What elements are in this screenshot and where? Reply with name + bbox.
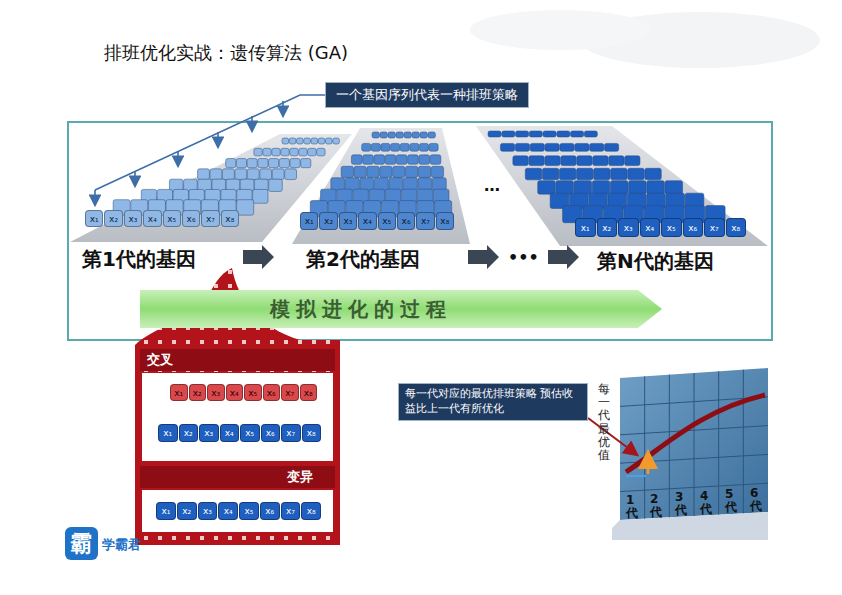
gene-cell: x₆ [182, 210, 200, 227]
gene-cell: x₅ [240, 424, 260, 442]
gene-cell: x₃ [618, 218, 639, 237]
gene-cell: x₃ [198, 502, 218, 520]
arrow-band: 模拟进化的过程 [140, 286, 664, 332]
gene-cell: x₁ [158, 424, 178, 442]
ellipsis: ••• [508, 248, 539, 267]
gene-cell: x₂ [104, 210, 122, 227]
logo-mark: 霸 [70, 529, 92, 559]
gene-cell: x₅ [661, 218, 682, 237]
gene-cell: x₆ [260, 502, 280, 520]
panel-heading: 交叉 [147, 351, 173, 369]
gene-cell: x₁ [300, 212, 318, 230]
callout-box: 一个基因序列代表一种排班策略 [325, 82, 529, 108]
gene-cell: x₈ [301, 502, 321, 520]
callout-text: 每一代对应的最优排班策略 预估收益比上一代有所优化 [405, 387, 581, 417]
logo-text: 学霸君 [102, 536, 141, 554]
axis-tick: 4代 [700, 490, 712, 516]
gene-cell: x₇ [281, 384, 299, 401]
gene-cell: x₃ [124, 210, 142, 227]
gene-cell: x₁ [85, 210, 103, 227]
gene-cell: x₈ [726, 218, 747, 237]
gene-cell: x₄ [358, 212, 376, 230]
gene-cell: x₆ [397, 212, 415, 230]
generation-label: 第N代的基因 [597, 248, 714, 275]
gene-cell: x₁ [170, 384, 188, 401]
gene-cell: x₆ [261, 424, 281, 442]
axis-title: 每一代最优值 [598, 383, 610, 462]
ellipsis: … [484, 176, 500, 195]
gene-cell: x₂ [597, 218, 618, 237]
gene-cell: x₆ [263, 384, 281, 401]
gene-cell: x₅ [239, 502, 259, 520]
generation-label: 第1代的基因 [82, 246, 196, 273]
panel-heading: 变异 [287, 468, 313, 486]
band-text: 模拟进化的过程 [270, 296, 452, 323]
gene-cell: x₄ [226, 384, 244, 401]
gene-cell: x₅ [163, 210, 181, 227]
gene-cell: x₃ [339, 212, 357, 230]
gene-cell: x₇ [704, 218, 725, 237]
gene-cell: x₄ [220, 424, 240, 442]
callout-text: 一个基因序列代表一种排班策略 [336, 86, 518, 104]
axis-tick: 3代 [675, 491, 687, 517]
gene-cell: x₈ [300, 384, 318, 401]
gene-cell: x₃ [199, 424, 219, 442]
gene-cell: x₆ [683, 218, 704, 237]
gene-cell: x₈ [302, 424, 322, 442]
generation-label: 第2代的基因 [306, 246, 420, 273]
gene-cell: x₇ [281, 424, 301, 442]
axis-tick: 1代 [626, 494, 638, 520]
gene-cell: x₂ [179, 424, 199, 442]
gene-cell: x₄ [218, 502, 238, 520]
title: 排班优化实战：遗传算法 (GA) [104, 41, 348, 65]
gene-cell: x₇ [416, 212, 434, 230]
gene-cell: x₇ [201, 210, 219, 227]
gene-cell: x₁ [575, 218, 596, 237]
axis-tick: 6代 [750, 487, 762, 513]
gene-cell: x₇ [281, 502, 301, 520]
gene-cell: x₁ [156, 502, 176, 520]
gene-cell: x₂ [189, 384, 207, 401]
gene-cell: x₅ [244, 384, 262, 401]
gene-cell: x₃ [207, 384, 225, 401]
callout-box: 每一代对应的最优排班策略 预估收益比上一代有所优化 [398, 383, 588, 421]
gene-cell: x₅ [378, 212, 396, 230]
gene-cell: x₄ [640, 218, 661, 237]
axis-tick: 5代 [725, 488, 737, 514]
gene-cell: x₈ [436, 212, 454, 230]
axis-tick: 2代 [650, 493, 662, 519]
gene-cell: x₄ [143, 210, 161, 227]
gene-cell: x₂ [177, 502, 197, 520]
gene-cell: x₂ [319, 212, 337, 230]
gene-cell: x₈ [221, 210, 239, 227]
